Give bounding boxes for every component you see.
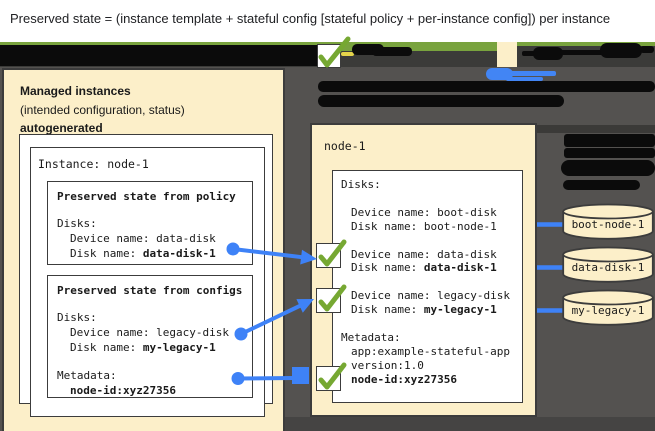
disk-name-value: data-disk-1 [142, 247, 216, 260]
redaction-line [561, 160, 655, 176]
metadata-node-value: node-id:xyz27356 [351, 372, 457, 386]
legacy-disk-value: my-legacy-1 [423, 303, 497, 317]
preserved-state-policy-box: Preserved state from policy Disks: Devic… [47, 181, 253, 265]
disk-label: my-legacy-1 [571, 304, 645, 317]
metadata-app-line: app:example-stateful-app [351, 344, 510, 358]
disks-label: Disks: [57, 217, 97, 230]
checkbox-data-disk [316, 239, 347, 268]
redaction-scribble [522, 51, 535, 56]
boot-disk-line: Disk name: boot-node-1 [351, 219, 497, 233]
vm-instance-title: node-1 [324, 139, 366, 153]
redaction-blue-scribble [506, 77, 543, 81]
disk-name-line: Disk name: data-disk-1 [70, 247, 216, 260]
policy-box-title: Preserved state from policy [57, 190, 236, 203]
legacy-device-line: Device name: legacy-disk [351, 289, 510, 303]
metadata-label: Metadata: [57, 369, 117, 382]
disk-cylinder-legacy: my-legacy-1 [562, 289, 654, 326]
metadata-label: Metadata: [341, 330, 401, 344]
redaction-scribble [372, 47, 412, 56]
data-disk-value: data-disk-1 [423, 261, 497, 275]
redaction-bar [0, 45, 318, 66]
redaction-scribble [533, 47, 563, 60]
disk-icon [562, 246, 654, 283]
redaction-scribble [560, 50, 604, 55]
heading-intended-config: (intended configuration, status) [20, 102, 185, 117]
check-icon [318, 362, 347, 390]
instance-title: Instance: node-1 [38, 157, 149, 171]
diagram-title: Preserved state = (instance template + s… [10, 11, 611, 26]
redaction-scribble [600, 43, 642, 58]
metadata-value: node-id:xyz27356 [70, 384, 176, 397]
redaction-line [563, 180, 640, 190]
vm-disks-card: Disks: Device name: boot-disk Disk name:… [332, 170, 523, 403]
preserved-state-configs-box: Preserved state from configs Disks: Devi… [47, 275, 253, 398]
legacy-disk-line: Disk name: my-legacy-1 [351, 303, 497, 317]
check-icon [318, 239, 347, 267]
data-disk-line: Disk name: data-disk-1 [351, 261, 497, 275]
checkbox-checked [317, 36, 351, 68]
redaction-line [318, 95, 564, 107]
panel-heading: Managed instances (intended configuratio… [20, 82, 270, 138]
redaction-line [564, 148, 655, 158]
disk-label: data-disk-1 [571, 261, 645, 274]
disk-icon [562, 289, 654, 326]
redaction-scribble [640, 46, 654, 53]
data-device-line: Device name: data-disk [351, 247, 497, 261]
cream-chip [497, 42, 517, 67]
checkbox-legacy-disk [316, 284, 347, 313]
metadata-version-line: version:1.0 [351, 358, 424, 372]
disks-label: Disks: [341, 178, 381, 191]
redaction-blue-scribble [503, 71, 556, 76]
redaction-scribble [352, 44, 384, 55]
boot-device-line: Device name: boot-disk [351, 205, 497, 219]
checkbox-node-id [316, 362, 347, 391]
disk-name-value: my-legacy-1 [142, 341, 216, 354]
redaction-line [564, 134, 655, 147]
disk-cylinder-data: data-disk-1 [562, 246, 654, 283]
heading-autogenerated: autogenerated [20, 121, 103, 135]
bottom-band [285, 417, 655, 431]
check-icon [318, 36, 351, 68]
disk-icon [562, 203, 654, 240]
device-name-line: Device name: data-disk [70, 232, 216, 245]
check-icon [318, 284, 347, 312]
dark-band [525, 125, 655, 133]
disk-name-line: Disk name: my-legacy-1 [70, 341, 216, 354]
disk-label: boot-node-1 [571, 218, 645, 231]
disk-cylinder-boot: boot-node-1 [562, 203, 654, 240]
yellow-tick [341, 52, 354, 56]
heading-managed-instances: Managed instances [20, 84, 131, 98]
disks-label: Disks: [57, 311, 97, 324]
redaction-line [318, 81, 655, 92]
device-name-line: Device name: legacy-disk [70, 326, 229, 339]
title-bar: Preserved state = (instance template + s… [0, 0, 655, 42]
configs-box-title: Preserved state from configs [57, 284, 243, 297]
